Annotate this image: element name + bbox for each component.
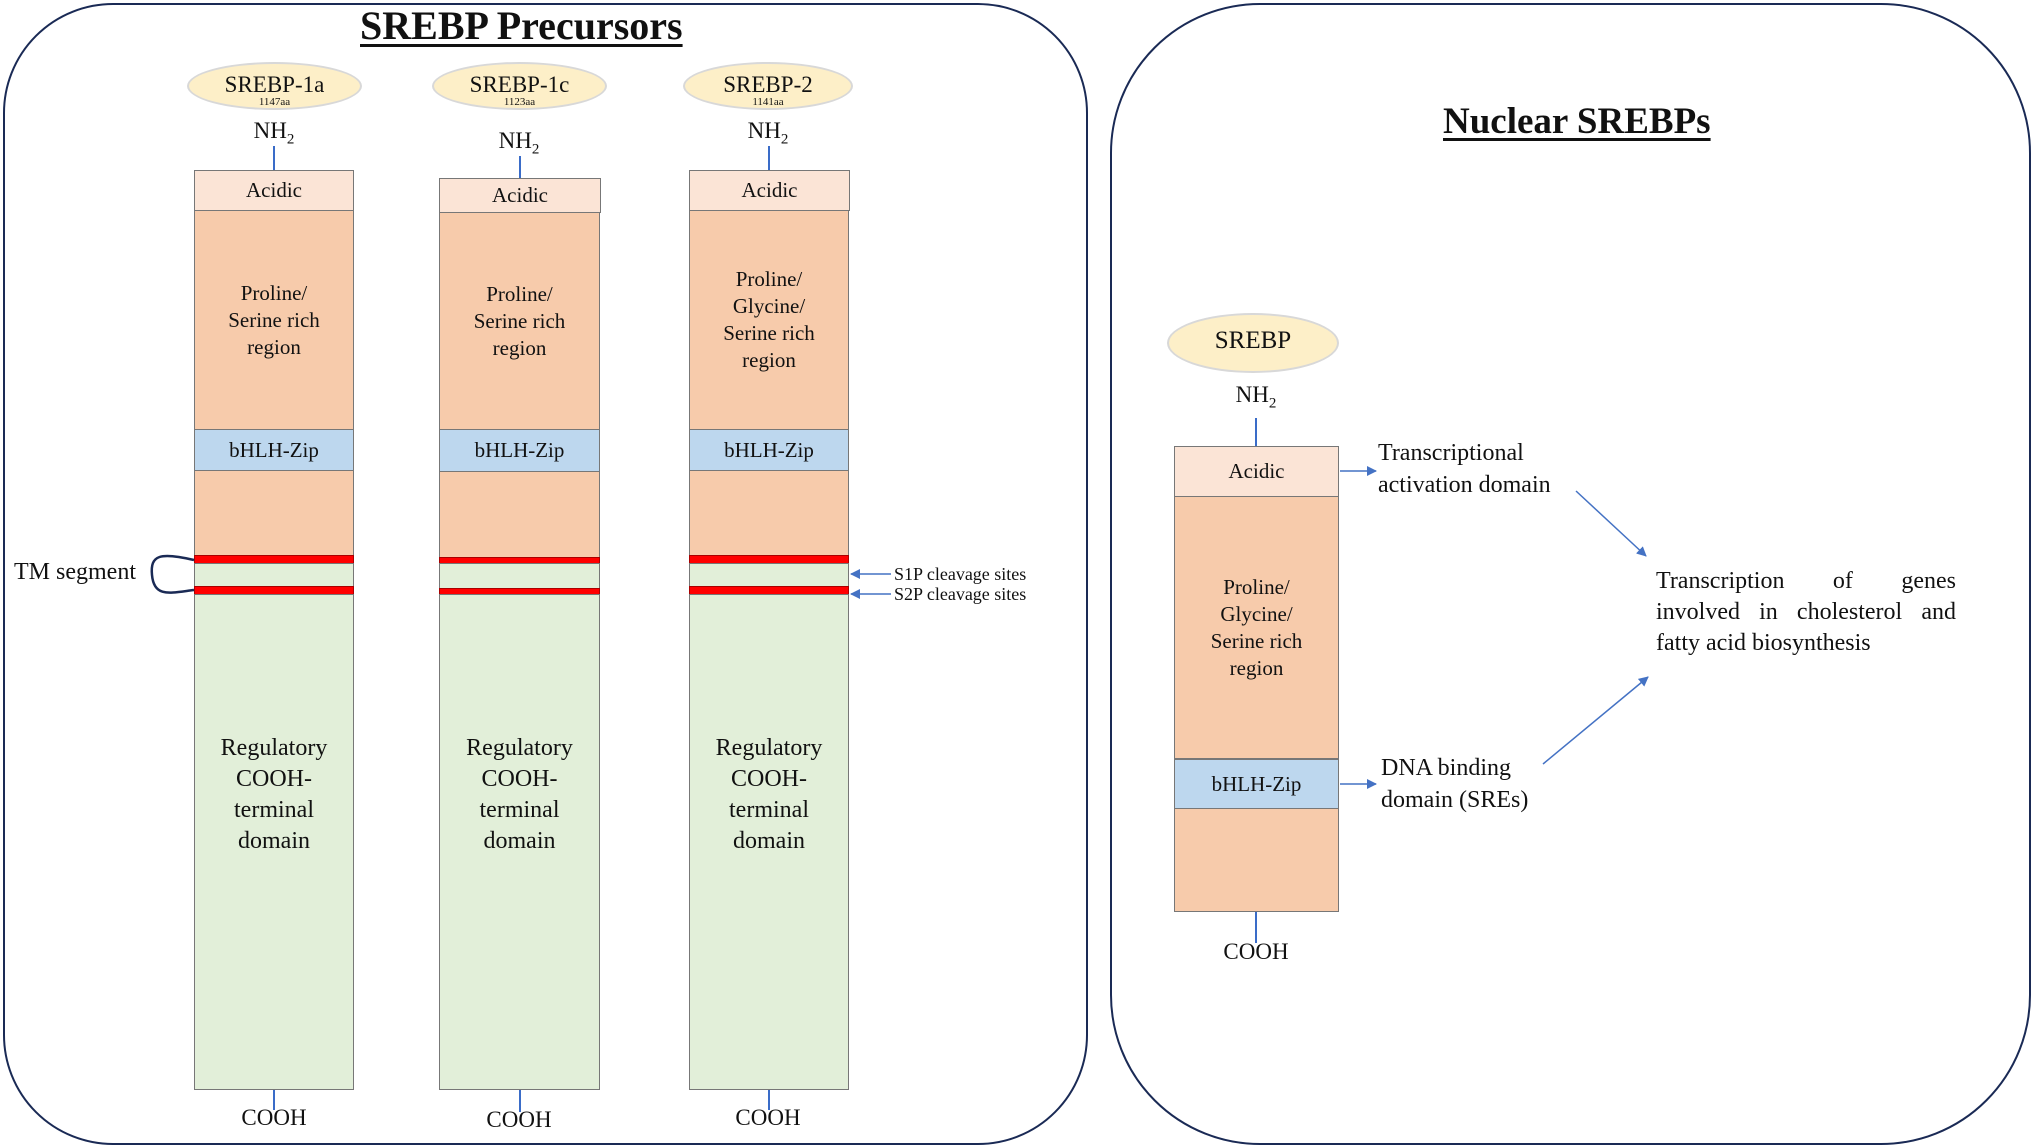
c-terminus-line (768, 1090, 770, 1110)
c-terminal-region (1174, 808, 1339, 912)
activation-to-outcome-arrow (1575, 490, 1647, 557)
bhlh-zip-domain: bHLH-Zip (194, 429, 354, 471)
tm-segment-label: TM segment (14, 559, 136, 585)
c-terminus-line (273, 1090, 275, 1110)
bhlh-function-label: DNA binding domain (SREs) (1381, 755, 1529, 813)
proline-serine-region: Proline/ Serine rich region (194, 210, 354, 430)
c-terminus-line (519, 1090, 521, 1112)
c-terminus: COOH (1223, 939, 1289, 964)
n-terminus-line (1255, 418, 1257, 446)
acidic-domain: Acidic (194, 170, 354, 211)
tm-segment (439, 563, 600, 589)
regulatory-domain: Regulatory COOH-terminal domain (689, 594, 849, 1090)
tm-segment-bracket (150, 554, 195, 594)
acidic-function-label: Transcriptional activation domain (1378, 440, 1551, 498)
tm-segment (194, 563, 354, 587)
acidic-domain: Acidic (689, 170, 850, 211)
n-terminus-line (768, 146, 770, 170)
proline-glycine-serine-region: Proline/ Glycine/ Serine rich region (1174, 496, 1339, 759)
protein-length: 1147aa (258, 96, 291, 108)
linker-region (439, 471, 600, 558)
srebp-1a-label: SREBP-1a 1147aa (187, 62, 362, 110)
protein-name: SREBP-1c (469, 72, 570, 97)
nuclear-title: Nuclear SREBPs (1443, 101, 1711, 142)
srebp-2-label: SREBP-2 1141aa (683, 62, 853, 110)
s1p-cleavage-label: S1P cleavage sites (894, 564, 1027, 584)
transcription-outcome: Transcription of genes involved in chole… (1656, 568, 1956, 656)
n-terminus-line (519, 156, 521, 178)
n-terminus: NH2 (747, 118, 789, 148)
n-terminus: NH2 (498, 128, 540, 158)
dna-binding-to-outcome-arrow (1542, 676, 1649, 765)
proline-glycine-serine-region: Proline/ Glycine/ Serine rich region (689, 210, 849, 430)
c-terminus: COOH (735, 1105, 801, 1130)
protein-name: SREBP (1214, 327, 1292, 354)
proline-serine-region: Proline/ Serine rich region (439, 212, 600, 430)
linker-region (194, 470, 354, 556)
c-terminus-line (1255, 912, 1257, 943)
c-terminus: COOH (486, 1107, 552, 1132)
precursors-title: SREBP Precursors (360, 3, 683, 48)
srebp-1c-label: SREBP-1c 1123aa (432, 62, 607, 110)
c-terminus: COOH (241, 1105, 307, 1130)
n-terminus: NH2 (1235, 382, 1277, 412)
regulatory-domain: Regulatory COOH-terminal domain (439, 594, 600, 1090)
n-terminus: NH2 (253, 118, 295, 148)
precursors-panel (3, 3, 1088, 1145)
protein-name: SREBP-1a (224, 72, 325, 97)
protein-length: 1123aa (503, 96, 536, 108)
bhlh-zip-domain: bHLH-Zip (1174, 759, 1339, 809)
nuclear-panel (1110, 3, 2031, 1145)
bhlh-zip-domain: bHLH-Zip (689, 429, 849, 471)
n-terminus-line (273, 146, 275, 170)
protein-length: 1141aa (752, 96, 784, 108)
protein-name: SREBP-2 (723, 72, 813, 97)
s2p-cleavage-label: S2P cleavage sites (894, 584, 1027, 604)
tm-segment (689, 563, 849, 587)
bhlh-zip-domain: bHLH-Zip (439, 429, 600, 472)
regulatory-domain: Regulatory COOH-terminal domain (194, 594, 354, 1090)
srebp-label: SREBP (1167, 313, 1339, 373)
